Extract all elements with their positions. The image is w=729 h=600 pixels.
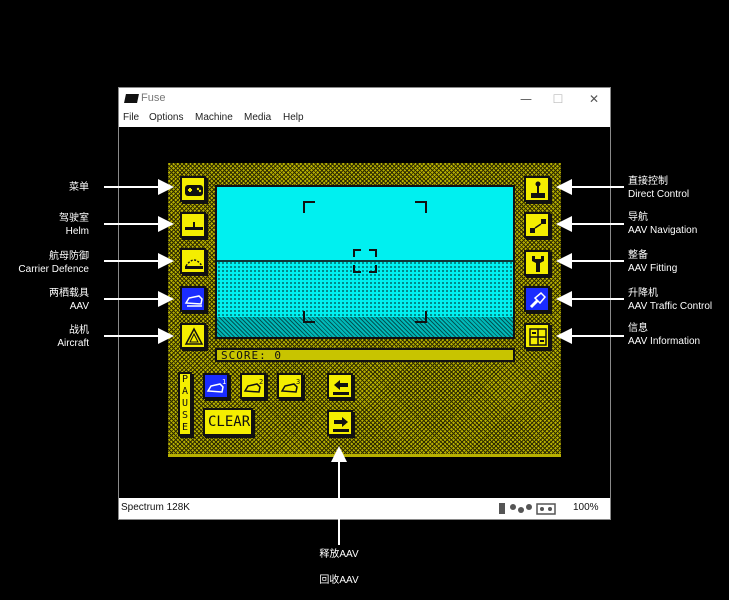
reticle-corner-icon bbox=[415, 201, 427, 213]
wrench-icon bbox=[532, 256, 544, 272]
crosshair-icon bbox=[353, 249, 361, 257]
svg-text:3: 3 bbox=[296, 378, 300, 386]
aav-icon: 3 bbox=[280, 378, 300, 393]
reticle-corner-icon bbox=[303, 201, 315, 213]
crosshair-icon bbox=[353, 265, 361, 273]
pause-letter: U bbox=[181, 398, 189, 409]
helm-button[interactable] bbox=[180, 212, 206, 238]
menu-media[interactable]: Media bbox=[244, 112, 272, 123]
aav-button[interactable] bbox=[180, 286, 206, 312]
crosshair-icon bbox=[369, 249, 377, 257]
carrier-defence-button[interactable] bbox=[180, 248, 206, 274]
clear-label: CLEAR bbox=[208, 414, 251, 430]
carrier-defence-icon bbox=[185, 259, 203, 269]
pause-letter: P bbox=[181, 374, 189, 385]
pause-letter: S bbox=[181, 410, 189, 421]
annotation-recover-aav: 回收AAV bbox=[319, 575, 359, 586]
traffic-control-icon bbox=[529, 291, 547, 309]
menu-button[interactable] bbox=[180, 176, 206, 202]
crosshair-icon bbox=[369, 265, 377, 273]
annotation-launch-aav: 释放AAV bbox=[319, 549, 359, 560]
svg-text:2: 2 bbox=[259, 378, 263, 386]
reticle-corner-icon bbox=[303, 311, 315, 323]
direct-control-button[interactable] bbox=[524, 176, 550, 202]
menu-options[interactable]: Options bbox=[149, 112, 184, 123]
menu-file[interactable]: File bbox=[123, 112, 140, 123]
menu-bar: File Options Machine Media Help bbox=[119, 110, 610, 127]
aircraft-button[interactable] bbox=[180, 323, 206, 349]
status-bar: Spectrum 128K 100% bbox=[119, 498, 610, 519]
menu-help[interactable]: Help bbox=[283, 112, 304, 123]
viewport-sea-near bbox=[217, 317, 513, 337]
pause-letter: A bbox=[181, 386, 189, 397]
joystick-icon bbox=[531, 181, 545, 198]
title-bar[interactable]: Fuse — ☐ ✕ bbox=[119, 88, 610, 110]
arrow-left-icon bbox=[333, 380, 349, 395]
aav-icon bbox=[184, 295, 203, 307]
helm-icon bbox=[185, 222, 203, 230]
viewport-screen bbox=[215, 185, 515, 339]
aav-traffic-control-button[interactable] bbox=[524, 286, 550, 312]
annotation-menu: 菜单 bbox=[69, 182, 89, 193]
aircraft-icon bbox=[184, 327, 204, 345]
close-button[interactable]: ✕ bbox=[588, 92, 600, 106]
viewport-sea bbox=[217, 261, 513, 317]
aav-slot-3-button[interactable]: 3 bbox=[277, 373, 303, 399]
menu-machine[interactable]: Machine bbox=[195, 112, 233, 123]
pause-letter: E bbox=[181, 422, 189, 433]
aav-icon: 1 bbox=[206, 378, 226, 393]
reticle-corner-icon bbox=[415, 311, 427, 323]
aav-icon: 2 bbox=[243, 378, 263, 393]
device-status-icon bbox=[499, 503, 556, 515]
score-bar: SCORE: 0 bbox=[215, 348, 515, 362]
machine-status: Spectrum 128K bbox=[121, 502, 190, 513]
information-icon bbox=[529, 328, 547, 346]
aav-information-button[interactable] bbox=[524, 323, 550, 349]
aav-slot-1-button[interactable]: 1 bbox=[203, 373, 229, 399]
aav-navigation-button[interactable] bbox=[524, 212, 550, 238]
minimize-button[interactable]: — bbox=[520, 92, 532, 106]
recover-aav-button[interactable] bbox=[327, 373, 353, 399]
clear-button[interactable]: CLEAR bbox=[203, 408, 253, 436]
gamepad-icon bbox=[185, 185, 203, 196]
launch-aav-button[interactable] bbox=[327, 410, 353, 436]
aav-slot-2-button[interactable]: 2 bbox=[240, 373, 266, 399]
horizon-line bbox=[217, 260, 513, 262]
score-display: SCORE: 0 bbox=[221, 349, 282, 362]
maximize-button[interactable]: ☐ bbox=[552, 92, 564, 106]
window-title: Fuse bbox=[141, 92, 166, 104]
zoom-level: 100% bbox=[573, 502, 599, 513]
pause-button[interactable]: P A U S E bbox=[178, 372, 192, 436]
svg-text:1: 1 bbox=[222, 378, 226, 386]
navigation-icon bbox=[530, 219, 546, 233]
viewport-sky bbox=[217, 187, 513, 261]
aav-fitting-button[interactable] bbox=[524, 250, 550, 276]
arrow-right-icon bbox=[333, 417, 349, 432]
